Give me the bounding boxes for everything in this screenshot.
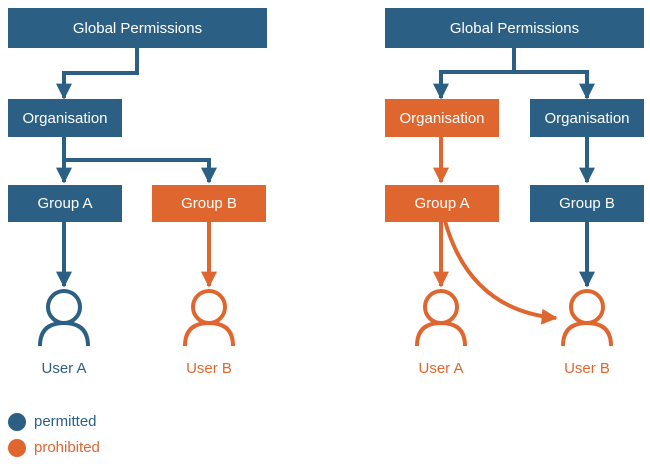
right-user-b-label: User B [564,360,610,377]
connector-right-global-to-org-1 [433,70,514,100]
left-group-a-label: Group A [37,195,93,212]
left-user-b-label: User B [186,360,232,377]
legend-dot-prohibited [8,439,26,457]
user-icon-right-b [561,289,613,347]
right-organisation-1-label: Organisation [399,109,485,127]
right-group-a-label: Group A [414,195,470,212]
left-group-b-label: Group B [181,195,237,212]
right-group-a-box: Group A [385,185,499,222]
right-group-b-box: Group B [530,185,644,222]
right-global-permissions-box: Global Permissions [385,8,644,48]
left-group-b-box: Group B [152,185,266,222]
user-icon-left-a [38,289,90,347]
right-organisation-1-box: Organisation [385,99,499,137]
connector-left-global-to-org [56,47,139,100]
right-organisation-2-box: Organisation [530,99,644,137]
connector-left-org-to-group-b [64,158,217,184]
legend-label-permitted: permitted [34,413,97,430]
left-organisation-label: Organisation [22,109,108,127]
left-global-permissions-label: Global Permissions [72,19,203,37]
user-icon-right-a [415,289,467,347]
right-global-permissions-label: Global Permissions [449,19,580,37]
right-organisation-2-label: Organisation [544,109,630,127]
right-user-a-label: User A [418,360,464,377]
legend-dot-permitted [8,413,26,431]
left-organisation-box: Organisation [8,99,122,137]
right-group-b-label: Group B [559,195,615,212]
connector-right-global-to-org-2 [514,70,595,100]
left-group-a-box: Group A [8,185,122,222]
user-icon-left-b [183,289,235,347]
left-global-permissions-box: Global Permissions [8,8,267,48]
legend-label-prohibited: prohibited [34,439,100,456]
left-user-a-label: User A [41,360,87,377]
connector-right-group-a-to-user-b [443,220,558,325]
